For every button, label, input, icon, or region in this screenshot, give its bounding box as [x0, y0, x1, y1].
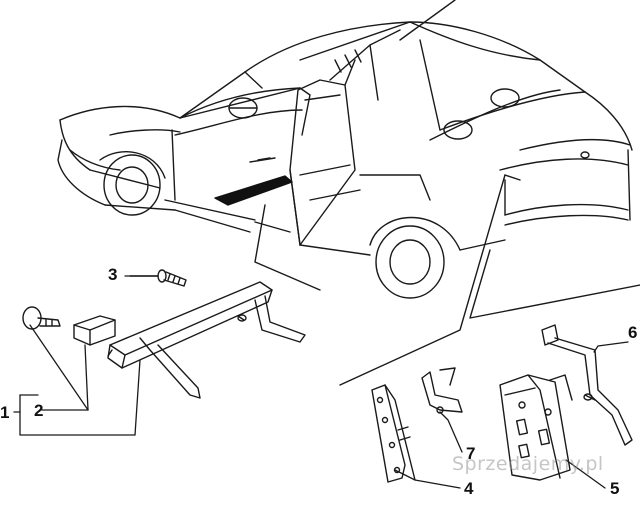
car-illustration — [57, 0, 633, 299]
callout-1: 1 — [0, 403, 10, 422]
part-plate-bracket — [371, 384, 416, 483]
part-sill-bar — [107, 281, 306, 399]
part-small-bracket — [421, 367, 463, 414]
sill-trim-highlight — [214, 175, 293, 206]
callout-6: 6 — [628, 323, 638, 342]
watermark-suffix: .pl — [578, 453, 604, 475]
callout-7: 7 — [466, 444, 476, 463]
part-large-bracket — [499, 374, 573, 481]
callout-2: 2 — [34, 401, 44, 420]
part-screw — [129, 269, 187, 287]
callout-3: 3 — [108, 265, 118, 284]
part-key-and-cap — [22, 306, 116, 346]
part-rod-bracket — [541, 324, 633, 446]
watermark-logo: Sprzedajemy.pl — [452, 453, 604, 475]
watermark-text: Sprzedajemy — [452, 453, 579, 475]
callout-5: 5 — [610, 479, 620, 498]
callout-4: 4 — [464, 479, 474, 498]
callout-leaders — [13, 275, 629, 489]
